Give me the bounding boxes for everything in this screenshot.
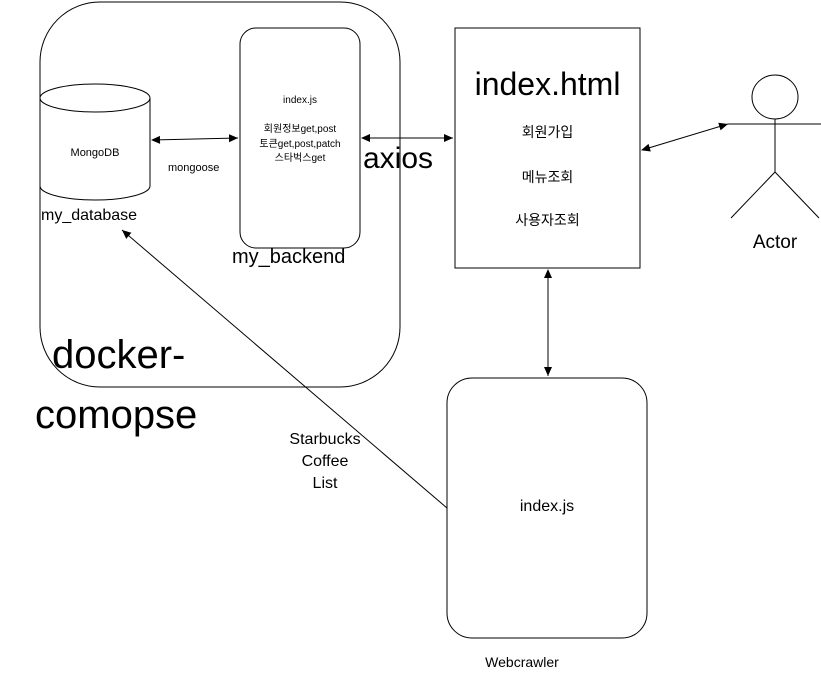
edge-crawler-db[interactable] — [121, 229, 448, 509]
actor-figure[interactable] — [728, 74, 821, 219]
frontend-item-menu: 메뉴조회 — [521, 169, 574, 185]
database-name: my_database — [41, 207, 138, 224]
database-cylinder[interactable] — [39, 83, 151, 201]
actor-label: Actor — [752, 232, 798, 253]
edge-label-mongoose: mongoose — [168, 162, 220, 174]
backend-box[interactable] — [239, 27, 361, 249]
edge-label-axios: axios — [363, 142, 434, 175]
backend-line1: 회원정보get,post — [263, 124, 337, 135]
backend-line2: 토큰get,post,patch — [259, 139, 341, 150]
frontend-box[interactable] — [454, 27, 641, 269]
frontend-item-signup: 회원가입 — [521, 124, 574, 140]
webcrawler-file: index.js — [519, 498, 575, 515]
database-inner-label: MongoDB — [70, 147, 120, 159]
edge-frontend-actor[interactable] — [641, 122, 729, 152]
backend-file: index.js — [283, 95, 317, 106]
webcrawler-name: Webcrawler — [485, 654, 559, 670]
frontend-title: index.html — [474, 66, 621, 102]
docker-compose-container[interactable] — [39, 1, 401, 388]
edge-db-backend[interactable] — [151, 134, 239, 144]
backend-name: my_backend — [232, 246, 346, 268]
backend-line3: 스타벅스get — [274, 153, 326, 164]
docker-compose-title-line1: docker- — [52, 333, 186, 377]
edge-label-starbucks-line1: Starbucks — [289, 431, 361, 448]
edge-label-starbucks-line3: List — [312, 475, 338, 492]
edge-label-starbucks-line2: Coffee — [301, 453, 349, 470]
frontend-item-user: 사용자조회 — [515, 212, 580, 228]
docker-compose-title-line2: comopse — [35, 393, 198, 437]
